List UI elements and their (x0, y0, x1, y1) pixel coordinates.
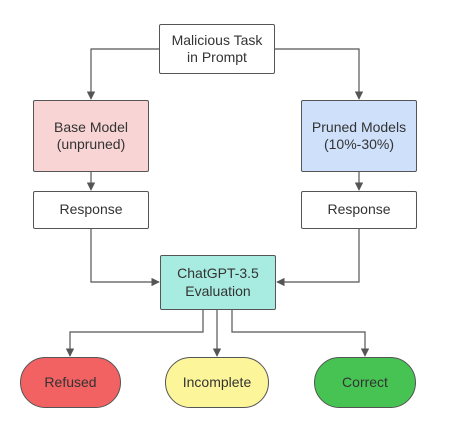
connector-task-to-base (86, 48, 159, 100)
node-response-right: Response (301, 191, 417, 229)
node-base-model: Base Model (unpruned) (33, 100, 149, 172)
node-malicious-task: Malicious Task in Prompt (159, 24, 275, 74)
connector-response-right-to-eval (276, 229, 360, 287)
connector-eval-to-refused (65, 310, 204, 357)
connector-response-left-to-eval (90, 229, 160, 287)
node-refused: Refused (20, 357, 121, 408)
node-response-left: Response (33, 191, 149, 229)
node-incomplete: Incomplete (165, 357, 269, 408)
connector-task-to-pruned (275, 48, 364, 100)
connector-eval-to-correct (231, 310, 370, 357)
node-correct: Correct (314, 357, 416, 408)
node-chatgpt-evaluation: ChatGPT-3.5 Evaluation (160, 255, 276, 310)
node-pruned-models: Pruned Models (10%-30%) (301, 100, 417, 172)
